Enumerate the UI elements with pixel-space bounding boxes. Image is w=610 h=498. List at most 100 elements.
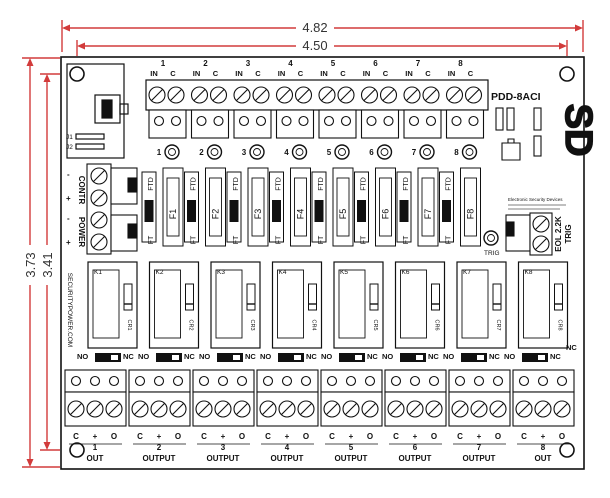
- input-plug: [275, 109, 315, 139]
- arrow-ho-bottom: [26, 459, 34, 467]
- output-label-c: C: [265, 432, 271, 441]
- fuse-label: F3: [253, 209, 263, 220]
- output-screw-slot: [198, 403, 210, 415]
- output-label: OUTPUT: [143, 454, 176, 463]
- mounting-holes: [69, 66, 575, 458]
- input-screw-c-slot: [212, 89, 225, 101]
- trig-led: [483, 230, 499, 246]
- output-number: 4: [285, 443, 290, 452]
- fuse-body: [421, 177, 435, 237]
- channel-led-inner: [423, 148, 431, 156]
- input-plug: [445, 109, 485, 139]
- input-screw-c-slot: [340, 89, 352, 101]
- output-screw-slot: [281, 403, 293, 415]
- output-plug-hole: [262, 375, 274, 387]
- relay-label: K6: [402, 269, 410, 276]
- ft-label: FT: [403, 235, 410, 244]
- ftd-label: FTD: [233, 177, 240, 191]
- jumper-tab: [119, 103, 129, 115]
- trig-led-label: TRIG: [484, 250, 500, 257]
- model-cap-3: [533, 107, 542, 131]
- output-label-plus: +: [285, 432, 290, 441]
- jumper-switch-knob: [101, 99, 113, 119]
- relay-inner: [277, 269, 304, 339]
- output-number: 8: [541, 443, 546, 452]
- output-plug-hole: [172, 375, 184, 387]
- output-label-c: C: [201, 432, 207, 441]
- output-label-plus: +: [157, 432, 162, 441]
- output-label-o: O: [111, 432, 117, 441]
- output-number: 2: [157, 443, 162, 452]
- model-cap-1: [495, 107, 504, 131]
- dim-label-bg-ho: [22, 245, 38, 285]
- output-number: 6: [413, 443, 418, 452]
- eol-terminal: [505, 212, 553, 256]
- eol-screw-slot-bottom: [534, 237, 548, 251]
- relay-inner: [92, 269, 120, 339]
- jumper-j2: [75, 143, 105, 150]
- diode-label: CR1: [126, 319, 132, 330]
- nc-no-jumper: [95, 353, 121, 362]
- output-number: 1: [93, 443, 98, 452]
- input-screw-c-slot: [467, 89, 480, 101]
- fuse-body: [464, 177, 477, 237]
- nc-no-jumper: [400, 353, 426, 362]
- output-screw-slot: [217, 403, 229, 415]
- output-plug-hole: [556, 375, 568, 387]
- ftd-label: FTD: [276, 177, 283, 191]
- input-screw-in-slot: [363, 89, 376, 101]
- output-plug-hole: [236, 375, 248, 387]
- output-plug-hole: [153, 375, 165, 387]
- diode: [369, 283, 379, 311]
- output-screw-slot: [473, 403, 485, 415]
- output-label: OUTPUT: [207, 454, 240, 463]
- output-label-c: C: [521, 432, 527, 441]
- output-plug-hole: [473, 375, 485, 387]
- fuse-holder: [332, 167, 354, 247]
- ftd-label: FTD: [318, 177, 325, 191]
- channel-led-inner: [338, 148, 346, 156]
- nc-no-jumper-pin: [172, 355, 179, 360]
- fuse-holder: [417, 167, 439, 247]
- nc-no-jumper: [522, 353, 548, 362]
- fuse-label: F5: [338, 209, 348, 220]
- ftd-switch-knob: [144, 200, 154, 222]
- diode: [308, 283, 317, 311]
- channel-led-number: 8: [454, 148, 459, 157]
- input-label-c: C: [340, 69, 346, 78]
- relay-inner: [461, 269, 489, 339]
- nc-no-jumper-pin: [477, 355, 484, 360]
- output-label-o: O: [495, 432, 501, 441]
- jumper-label-j1: J1: [66, 134, 73, 141]
- output-plug-hole: [300, 375, 312, 387]
- input-plug-hole-c: [383, 115, 394, 127]
- nc-label: NC: [123, 352, 134, 361]
- output-label: OUT: [535, 454, 552, 463]
- nc-label: NC: [428, 352, 439, 361]
- output-screw-slot: [89, 403, 101, 415]
- relay-label: K2: [156, 269, 164, 276]
- output-number: 5: [349, 443, 354, 452]
- input-screw-c-slot: [255, 89, 267, 101]
- model-ic: [501, 138, 521, 161]
- fuse-body: [251, 177, 265, 237]
- ft-label: FT: [233, 235, 240, 244]
- fuse-body: [166, 177, 180, 237]
- input-label-in: IN: [448, 69, 456, 78]
- output-screw-slot: [454, 403, 466, 415]
- dim-width-outer: 4.82: [302, 20, 327, 35]
- contr-power-tab-bottom: [127, 223, 138, 239]
- jumper-block: [66, 63, 129, 159]
- channel-led-number: 1: [157, 148, 162, 157]
- relay-inner: [215, 269, 243, 339]
